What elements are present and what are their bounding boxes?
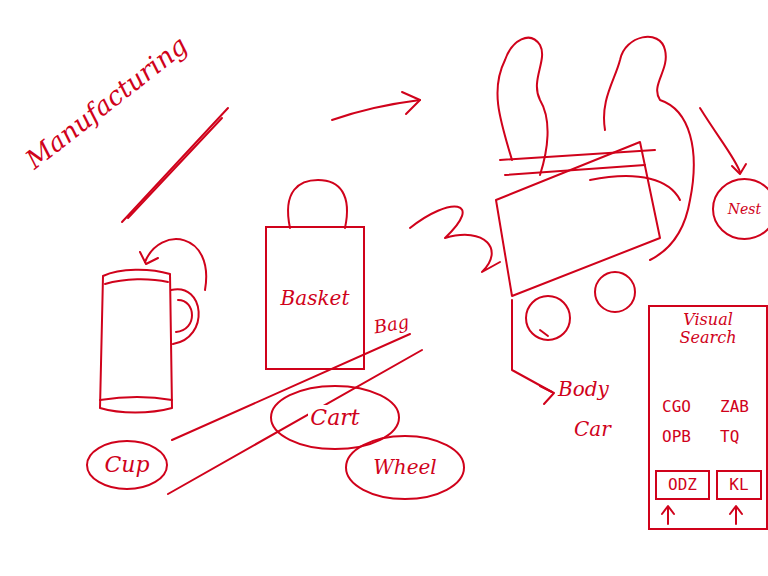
arrow-head (402, 92, 420, 114)
box-outline (656, 471, 709, 499)
car-wheel (526, 296, 570, 340)
car-wheel (595, 272, 635, 312)
grid-cell: CGO (660, 398, 693, 416)
cart-oval: Cart (270, 385, 400, 450)
cup-handle (171, 289, 199, 344)
scribble (410, 206, 500, 272)
pointer-arrow (662, 506, 674, 524)
basket-handle (288, 180, 347, 228)
node-text: Wheel (371, 456, 439, 479)
box-outline (266, 227, 364, 369)
car-wheel (540, 330, 548, 336)
grid-row-box: ODZ (655, 470, 710, 500)
underline (122, 108, 228, 222)
cup-base (100, 397, 172, 400)
cup-rim (105, 279, 168, 284)
heading-label: Manufacturing (19, 30, 195, 177)
person-outline (604, 37, 694, 260)
cup-drawing (100, 270, 172, 413)
oval-outline (346, 436, 464, 499)
person-outline (497, 38, 547, 175)
person-arm (590, 176, 680, 200)
box-outline (649, 306, 767, 529)
car-body (496, 142, 660, 296)
grid-cell: TQ (718, 428, 741, 446)
arrow (332, 100, 420, 120)
leader-arrow (700, 108, 740, 172)
visual-search-box: Visual SearchODZ KL (648, 305, 768, 530)
arrow-head (540, 386, 554, 404)
cup-handle (176, 300, 192, 332)
node-text: Basket (279, 287, 352, 310)
oval-outline (713, 179, 768, 239)
part-label: Bag (370, 311, 412, 338)
nest-oval: Nest (712, 178, 768, 240)
node-text: KL (727, 476, 750, 494)
part-label: Body (556, 378, 611, 401)
node-text: ODZ (666, 476, 699, 494)
grid-cell: OPB (660, 428, 693, 446)
node-text: Cart (308, 405, 361, 430)
node-text: Visual Search (654, 311, 762, 348)
wheel-oval: Wheel (345, 435, 465, 500)
arrow-head (140, 252, 158, 264)
car-line (500, 150, 655, 175)
box-outline (717, 471, 761, 499)
node-text: Cup (102, 452, 151, 477)
part-label: Car (572, 418, 613, 441)
grid-row-box: KL (716, 470, 762, 500)
oval-outline (87, 441, 167, 489)
grid-cell: ZAB (718, 398, 751, 416)
cup-oval: Cup (86, 440, 168, 490)
curved-arrow (145, 239, 206, 290)
underline (128, 118, 222, 218)
node-text: Nest (726, 201, 763, 217)
pointer-arrow (730, 506, 742, 524)
arrow-head (732, 164, 746, 174)
leader-arrow (512, 300, 552, 392)
basket-box: Basket (265, 226, 365, 370)
